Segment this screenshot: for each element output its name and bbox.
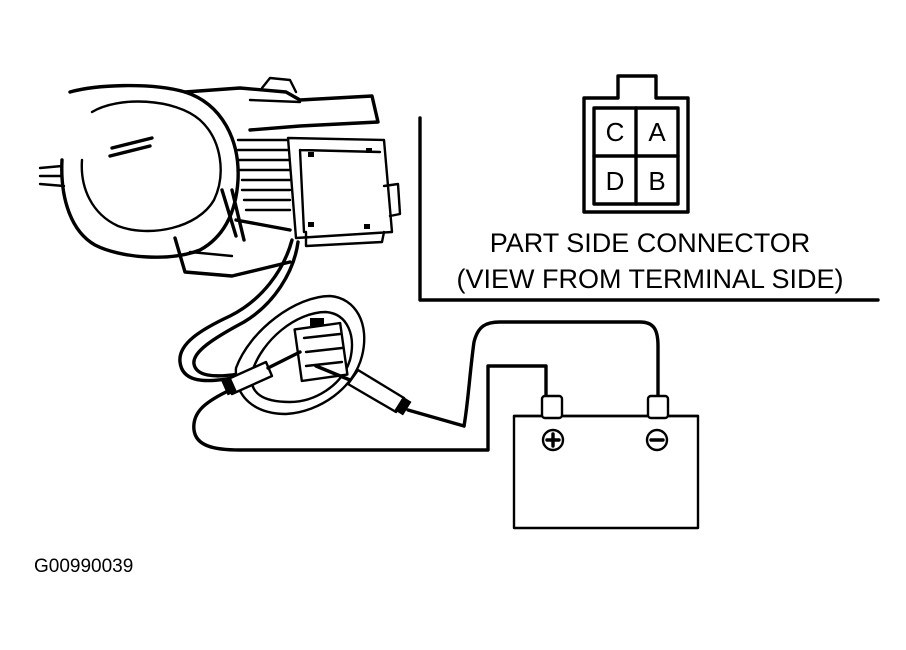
wire-harness bbox=[178, 238, 300, 383]
pin-b-label: B bbox=[648, 166, 665, 196]
positive-terminal-symbol bbox=[541, 428, 565, 452]
connector-callout-frame bbox=[418, 116, 880, 302]
part-side-connector: C A D B bbox=[582, 74, 690, 214]
connector-title: PART SIDE CONNECTOR bbox=[490, 228, 811, 258]
test-probe-right bbox=[314, 320, 660, 428]
test-probe-left bbox=[192, 350, 548, 452]
figure-code: G00990039 bbox=[34, 556, 133, 577]
pin-d-label: D bbox=[606, 166, 625, 196]
negative-terminal-symbol bbox=[645, 428, 669, 452]
pin-c-label: C bbox=[606, 117, 625, 147]
battery bbox=[512, 394, 700, 530]
motor-assembly bbox=[38, 76, 402, 278]
pin-a-label: A bbox=[648, 117, 666, 147]
harness-connector bbox=[234, 294, 366, 416]
connector-subtitle: (VIEW FROM TERMINAL SIDE) bbox=[456, 264, 843, 294]
